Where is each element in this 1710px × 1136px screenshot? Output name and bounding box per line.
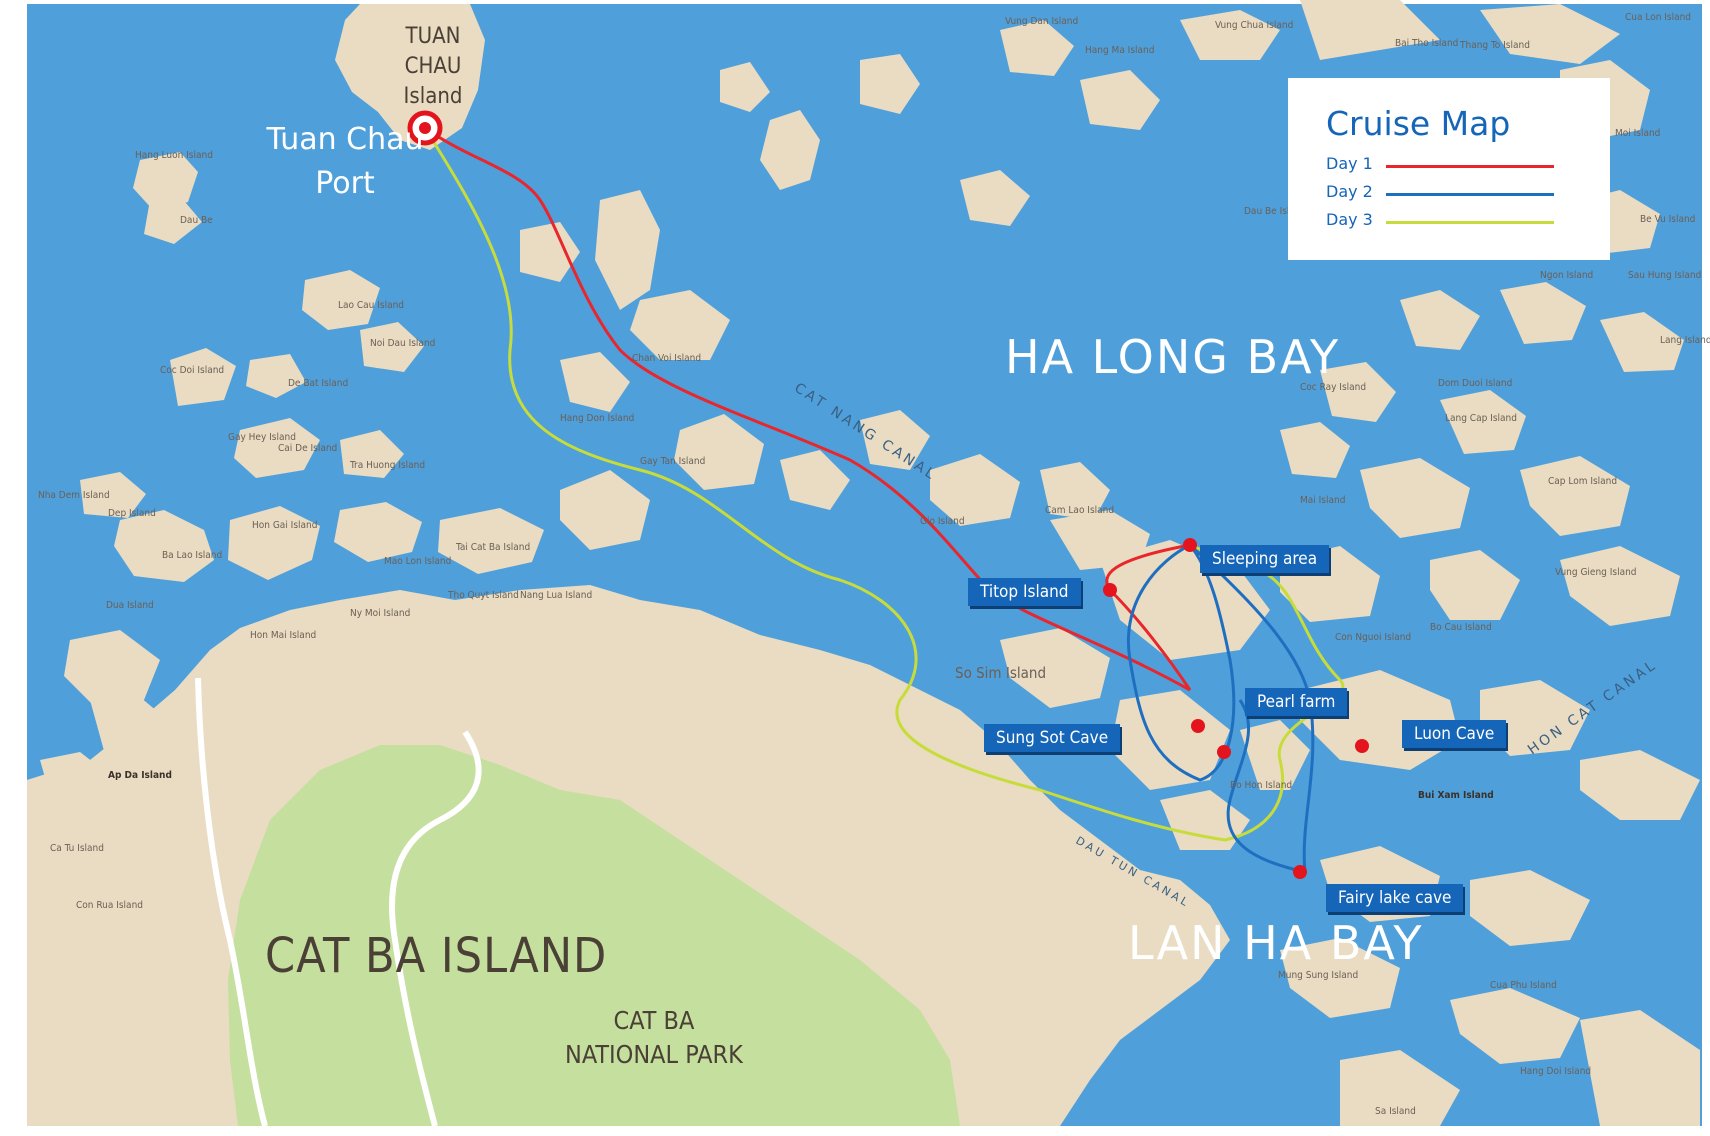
island-label: Vung Dan Island [1005, 16, 1079, 27]
catba-island-label: CAT BA ISLAND [265, 928, 608, 984]
island-label: Hang Luon Island [135, 150, 213, 161]
island-label: Ngon Island [1540, 270, 1594, 281]
port-line2: Port [315, 166, 375, 201]
island-label: Bo Hon Island [1230, 780, 1293, 791]
island-label: Mai Island [1300, 495, 1346, 506]
island-label: Sau Hung Island [1628, 270, 1702, 281]
island-label: Vung Gieng Island [1555, 567, 1637, 578]
cruise-map-legend: Cruise Map Day 1 Day 2 Day 3 [1288, 78, 1610, 260]
island-label: Ny Moi Island [350, 608, 411, 619]
luon-marker [1355, 739, 1369, 753]
island-label: Bo Cau Island [1430, 622, 1492, 633]
stop-markers [407, 110, 1369, 879]
fairy-marker [1293, 865, 1307, 879]
island-label: Coc Doi Island [160, 365, 225, 376]
port-line1: Tuan Chau [266, 122, 424, 157]
sleeping-area-callout[interactable]: Sleeping area [1200, 545, 1330, 573]
tuan-chau-label: TUAN CHAU Island [378, 22, 488, 112]
pearl-marker [1217, 745, 1231, 759]
park-line1: CAT BA [613, 1006, 695, 1035]
sung-sot-cave-callout[interactable]: Sung Sot Cave [984, 724, 1121, 752]
legend-day1-swatch [1386, 165, 1554, 168]
island-label: Gay Tan Island [640, 456, 706, 467]
island-label: Bui Xam Island [1418, 790, 1494, 801]
island-label: Cai De Island [278, 443, 338, 454]
island-label: Thang To Island [1460, 40, 1530, 51]
island-label: De Bat Island [288, 378, 349, 389]
island-label: Lao Cau Island [338, 300, 405, 311]
karst-islands [40, 0, 1700, 1126]
legend-day3-label: Day 3 [1326, 210, 1373, 229]
legend-row-day3: Day 3 [1326, 210, 1586, 232]
island-label: Gio Island [920, 516, 965, 527]
fairy-lake-cave-callout[interactable]: Fairy lake cave [1326, 884, 1464, 912]
island-label: Cam Lao Island [1045, 505, 1115, 516]
legend-day2-label: Day 2 [1326, 182, 1373, 201]
island-label: Sa Island [1375, 1106, 1416, 1117]
island-label: Con Rua Island [76, 900, 143, 911]
legend-day1-label: Day 1 [1326, 154, 1373, 173]
island-label: Nang Lua Island [520, 590, 593, 601]
national-park-label: CAT BA NATIONAL PARK [565, 1004, 743, 1072]
island-label: Gay Hey Island [228, 432, 296, 443]
legend-row-day1: Day 1 [1326, 154, 1586, 176]
tuan-chau-line1: TUAN CHAU [404, 24, 462, 79]
island-label: Hang Doi Island [1520, 1066, 1592, 1077]
island-label: Chan Voi Island [632, 353, 702, 364]
island-label: Lang Cap Island [1445, 413, 1517, 424]
sungsot-marker [1191, 719, 1205, 733]
island-label: Cua Lon Island [1625, 12, 1692, 23]
luon-cave-callout[interactable]: Luon Cave [1402, 720, 1507, 748]
tuan-chau-island [335, 4, 485, 150]
island-label: Moi Island [1615, 128, 1661, 139]
port-label: Tuan Chau Port [245, 118, 445, 206]
route-day3 [423, 127, 1345, 842]
island-label: Lang Island [1660, 335, 1710, 346]
legend-title: Cruise Map [1326, 104, 1511, 143]
island-label: Dau Be [180, 215, 213, 226]
island-label: Tho Quyt Island [448, 590, 519, 601]
island-label: Ba Lao Island [162, 550, 223, 561]
island-label: Dom Duoi Island [1438, 378, 1513, 389]
island-label: Vung Chua Island [1215, 20, 1294, 31]
park-line2: NATIONAL PARK [565, 1040, 743, 1069]
road [195, 677, 268, 1127]
island-label: Tai Cat Ba Island [456, 542, 531, 553]
island-label: Mung Sung Island [1278, 970, 1359, 981]
island-label: Con Nguoi Island [1335, 632, 1412, 643]
titop-marker [1103, 583, 1117, 597]
island-label: Ap Da Island [108, 770, 172, 781]
tuan-chau-line2: Island [403, 84, 463, 109]
sleeping-marker [1183, 538, 1197, 552]
island-label: Mao Lon Island [384, 556, 452, 567]
legend-day2-swatch [1386, 193, 1554, 196]
island-label: Hon Mai Island [250, 630, 317, 641]
island-label: Hang Ma Island [1085, 45, 1155, 56]
titop-island-callout[interactable]: Titop Island [968, 578, 1081, 606]
island-label: Dep Island [108, 508, 156, 519]
island-label: Hang Don Island [560, 413, 635, 424]
island-label: Hon Gai Island [252, 520, 318, 531]
lanha-bay-label: LAN HA BAY [1128, 916, 1424, 970]
island-label: Noi Dau Island [370, 338, 436, 349]
road [389, 730, 482, 1127]
island-label: Be Vu Island [1640, 214, 1696, 225]
island-label: Tra Huong Island [350, 460, 426, 471]
island-label: Dua Island [106, 600, 154, 611]
island-label: Bai Tho Island [1395, 38, 1459, 49]
island-label: Cap Lom Island [1548, 476, 1618, 487]
pearl-farm-callout[interactable]: Pearl farm [1245, 688, 1348, 716]
halong-bay-label: HA LONG BAY [1005, 330, 1341, 384]
island-label: Coc Ray Island [1300, 382, 1367, 393]
island-label: Nha Dem Island [38, 490, 110, 501]
legend-row-day2: Day 2 [1326, 182, 1586, 204]
route-day2 [1127, 543, 1315, 874]
legend-day3-swatch [1386, 221, 1554, 224]
island-label: Cua Phu Island [1490, 980, 1557, 991]
island-label: So Sim Island [955, 664, 1047, 682]
island-label: Dau Be Island [1244, 206, 1307, 217]
island-label: Ca Tu Island [50, 843, 104, 854]
